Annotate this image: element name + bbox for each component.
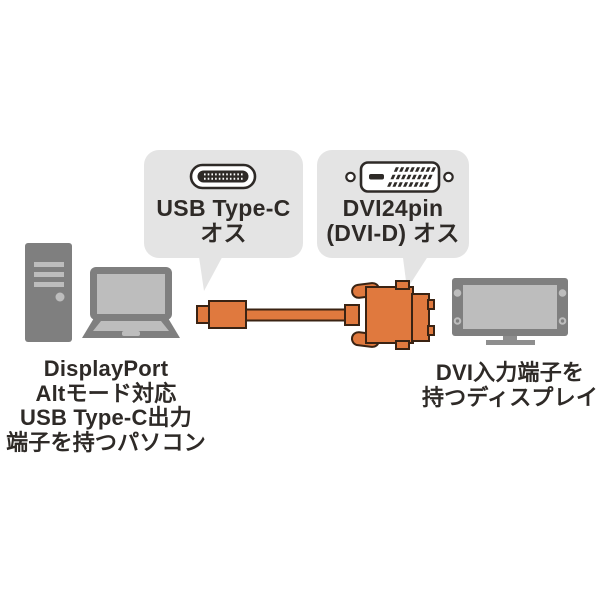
dvi-plug-body: [365, 286, 414, 344]
usb-c-to-dvi-cable-icon: [196, 280, 435, 350]
dvi-plug-tab-top: [395, 280, 410, 290]
usb-c-plug-body: [208, 300, 247, 329]
display-caption-line2: 持つディスプレイ: [421, 385, 599, 410]
dvi-plug-screw-post-bottom: [427, 325, 435, 336]
monitor-bezel-dot: [558, 289, 567, 297]
monitor-screen: [463, 285, 557, 329]
pc-caption-line4: 端子を持つパソコン: [6, 429, 206, 455]
display-caption-line1: DVI入力端子を: [435, 360, 585, 385]
callout-usb-c-bubble: [144, 150, 303, 291]
pc-caption: DisplayPort Altモード対応 USB Type-C出力 端子を持つパ…: [2, 356, 210, 455]
dvi-plug-screw-post-top: [427, 299, 435, 310]
pc-caption-line2: Altモード対応: [35, 380, 177, 406]
tower-vent-line: [34, 272, 64, 277]
laptop-screen: [97, 274, 165, 314]
usb-c-callout-label: USB Type-C オス: [144, 196, 303, 246]
dvi-callout-label: DVI24pin (DVI-D) オス: [317, 196, 469, 246]
usb-type-c-connector-icon: [189, 163, 257, 190]
monitor-stand-neck: [503, 336, 517, 341]
laptop-keyboard: [93, 321, 169, 331]
dvi-callout-line1: DVI24pin: [342, 195, 444, 221]
monitor-icon: [452, 278, 568, 345]
usb-c-callout-line1: USB Type-C: [156, 195, 291, 221]
cable-cord: [244, 308, 349, 322]
dvi-pin-grid: [387, 167, 438, 187]
dvi-plug-neck: [344, 304, 360, 326]
pc-caption-line3: USB Type-C出力: [20, 405, 192, 430]
tower-power-button-dot: [55, 292, 65, 302]
display-caption: DVI入力端子を 持つディスプレイ: [415, 360, 600, 410]
laptop-icon: [82, 267, 180, 338]
tower-vent-line: [34, 262, 64, 267]
dvi-plug-faceplate: [411, 293, 430, 342]
pc-caption-line1: DisplayPort: [43, 356, 169, 381]
dvi-flat-blade: [369, 174, 384, 180]
dvi-24pin-connector-icon: [345, 161, 454, 193]
monitor-bezel-dot: [453, 289, 462, 297]
dvi-plug-tab-bottom: [395, 340, 410, 350]
tower-vent-line: [34, 282, 64, 287]
laptop-touchpad: [122, 331, 140, 336]
monitor-stand-base: [486, 340, 535, 345]
usb-c-callout-line2: オス: [200, 220, 247, 246]
tower-pc-icon: [25, 243, 72, 342]
dvi-callout-line2: (DVI-D) オス: [326, 220, 460, 246]
